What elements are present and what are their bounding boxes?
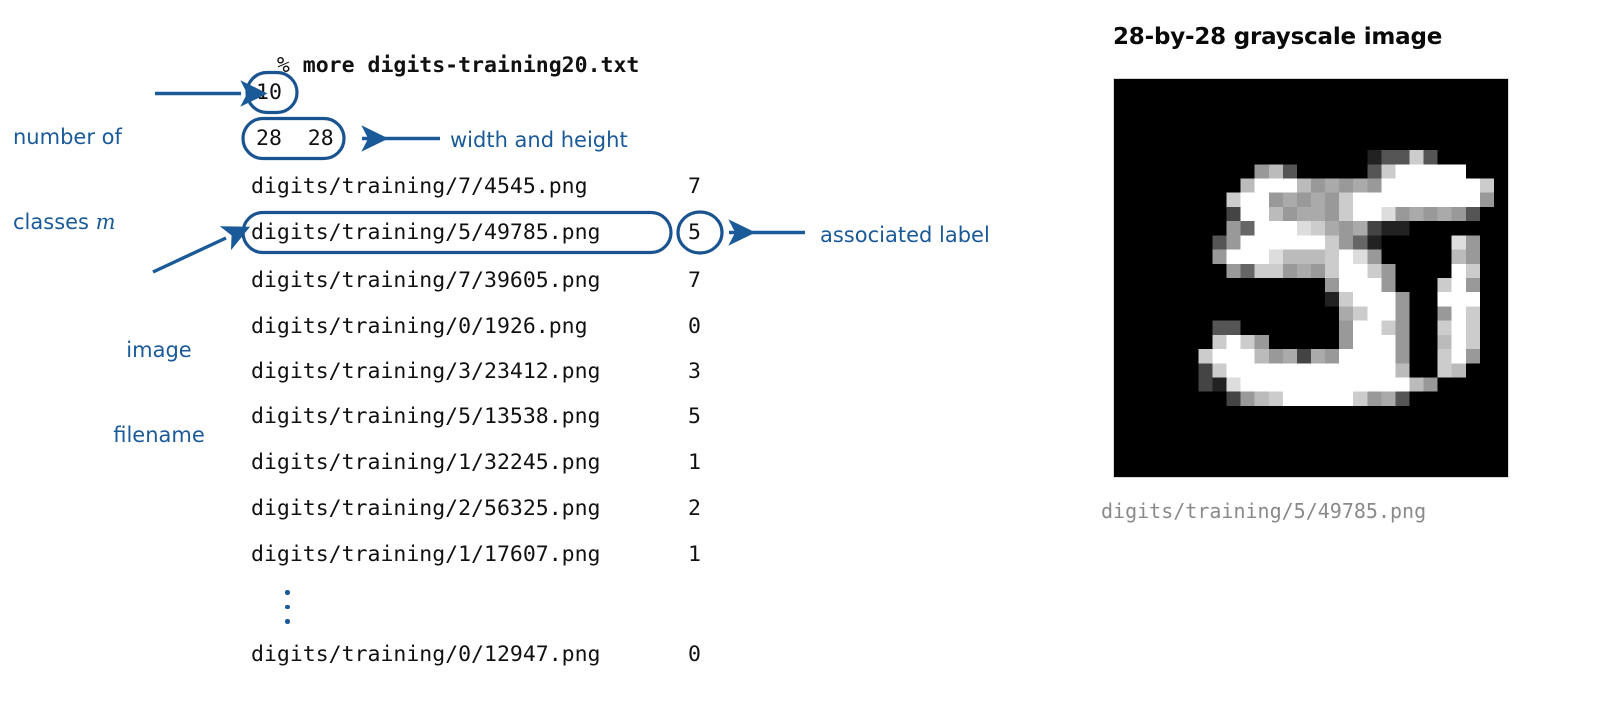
row-label: 0	[688, 314, 701, 339]
variable-m: m	[95, 209, 116, 234]
row-label: 1	[688, 542, 701, 567]
num-classes-value: 10	[256, 80, 282, 105]
table-row: digits/training/0/1926.png	[251, 314, 588, 339]
annotation-line: image	[126, 338, 192, 363]
row-label: 7	[688, 268, 701, 293]
table-row-highlighted: digits/training/5/49785.png	[251, 220, 601, 245]
image-caption: digits/training/5/49785.png	[1101, 499, 1427, 523]
annotation-line: number of	[13, 125, 122, 150]
row-label: 1	[688, 450, 701, 475]
annotation-width-and-height: width and height	[450, 128, 628, 152]
table-row-last: digits/training/0/12947.png	[251, 642, 601, 667]
arrow-image-filename	[152, 226, 251, 274]
table-row: digits/training/7/39605.png	[251, 268, 601, 293]
row-label-last: 0	[688, 642, 701, 667]
page-title: 28-by-28 grayscale image	[1113, 24, 1443, 50]
table-row: digits/training/1/32245.png	[251, 450, 601, 475]
annotation-line: classes m	[13, 209, 116, 234]
table-row: digits/training/7/4545.png	[251, 174, 588, 199]
table-row: digits/training/5/13538.png	[251, 404, 601, 429]
row-label: 2	[688, 496, 701, 521]
row-label: 3	[688, 359, 701, 384]
dimensions-value: 28 28	[256, 126, 334, 151]
row-label: 7	[688, 174, 701, 199]
annotation-image-filename: image filename	[94, 280, 224, 477]
shell-prompt: %	[276, 53, 290, 78]
annotation-number-of-classes: number of classes m	[13, 67, 122, 264]
table-row: digits/training/3/23412.png	[251, 359, 601, 384]
grayscale-digit-image	[1113, 78, 1509, 478]
terminal-command-line: % more digits-training20.txt	[251, 28, 639, 78]
table-row: digits/training/2/56325.png	[251, 496, 601, 521]
vertical-ellipsis-icon	[285, 590, 291, 624]
row-label: 5	[688, 404, 701, 429]
row-label-highlighted: 5	[688, 220, 701, 245]
shell-command: more digits-training20.txt	[302, 53, 640, 78]
annotation-line: filename	[113, 422, 205, 447]
annotation-associated-label: associated label	[820, 223, 990, 247]
table-row: digits/training/1/17607.png	[251, 542, 601, 567]
